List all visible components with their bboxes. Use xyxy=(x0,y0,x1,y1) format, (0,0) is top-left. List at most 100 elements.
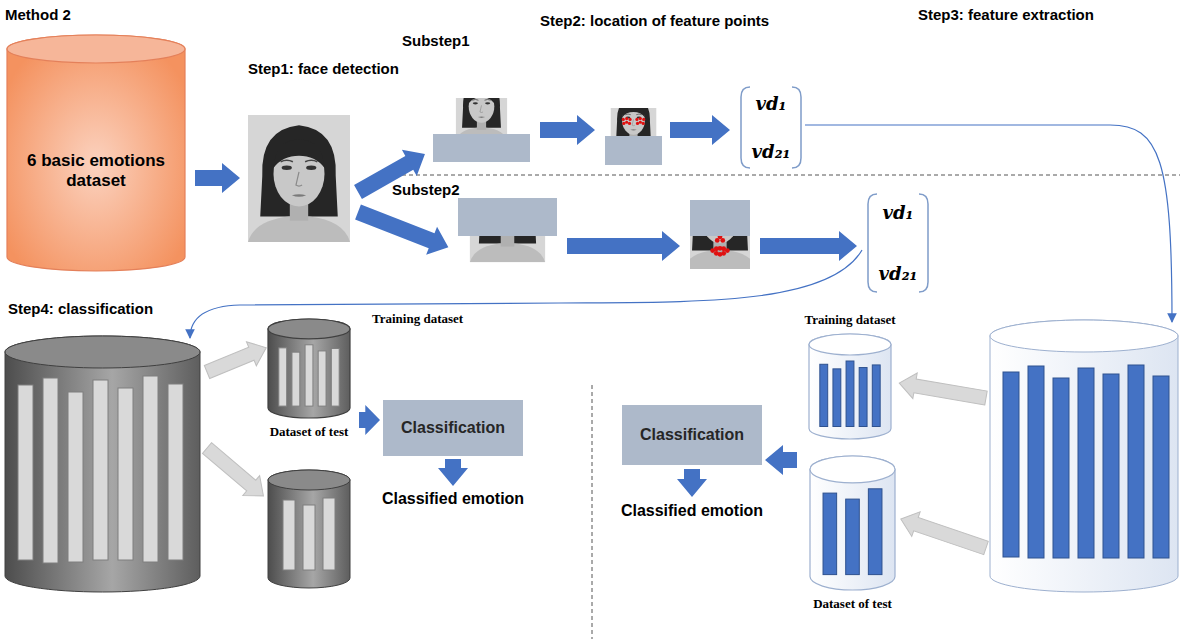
block-arrow xyxy=(567,231,680,261)
eye-landmark-photo xyxy=(625,121,628,124)
split-arrow xyxy=(897,370,988,410)
vector-element: vd₁ xyxy=(756,93,787,114)
diagram-title: Method 2 xyxy=(5,6,71,23)
block-arrow xyxy=(670,115,730,145)
training-dataset-cylinder: Training dataset xyxy=(790,312,910,440)
test-dataset-cylinder-shape xyxy=(800,455,905,612)
split-database xyxy=(323,498,335,570)
eye-landmark-photo xyxy=(628,122,631,125)
eye-landmark-photo xyxy=(636,122,639,125)
data-bar xyxy=(833,369,841,427)
feature-database xyxy=(1128,365,1144,558)
feature-database xyxy=(168,384,183,560)
data-bar xyxy=(331,348,339,406)
data-bar xyxy=(868,489,882,575)
data-bar xyxy=(846,361,854,427)
feature-database xyxy=(990,320,1178,592)
feature-database xyxy=(43,378,58,563)
cylinder-top xyxy=(809,334,891,355)
block-arrow xyxy=(567,231,680,261)
feature-vector: vd₁ vd₂₁ xyxy=(865,192,931,294)
vector-element: vd₂₁ xyxy=(879,263,918,284)
classification-box: Classification xyxy=(622,405,762,465)
split-arrow xyxy=(897,507,991,561)
face-photo xyxy=(248,115,350,242)
mouth-landmark-photo xyxy=(714,251,719,256)
lower-face-photo xyxy=(458,168,557,262)
separator-line xyxy=(592,385,593,639)
feature-database xyxy=(118,388,133,560)
data-bar xyxy=(872,365,880,427)
cylinder-body xyxy=(268,319,350,418)
vector-bracket xyxy=(868,194,928,292)
data-bar xyxy=(820,364,828,426)
feature-database xyxy=(18,376,183,563)
cylinder-top xyxy=(268,319,350,339)
eye-landmark-photo xyxy=(605,136,662,165)
box-fill xyxy=(383,400,523,456)
block-arrow xyxy=(540,115,595,145)
eye-landmark-photo xyxy=(642,118,645,121)
cylinder-body xyxy=(810,456,895,590)
substep-label: Substep2 xyxy=(392,181,460,198)
block-arrow xyxy=(677,469,707,497)
split-database xyxy=(268,470,350,490)
node-text: Dataset of test xyxy=(813,596,892,612)
eye-landmark-photo xyxy=(622,118,625,121)
upper-face-photo xyxy=(433,134,530,162)
cylinder-top xyxy=(7,35,185,63)
flow-line xyxy=(805,125,1172,322)
block-arrow xyxy=(760,231,857,261)
eye-landmark-photo xyxy=(635,118,638,121)
feature-database xyxy=(1103,374,1119,558)
block-arrow xyxy=(438,459,468,486)
node-text: Dataset of test xyxy=(270,424,349,440)
cylinder-top xyxy=(810,456,895,483)
block-arrow xyxy=(677,469,707,497)
feature-database xyxy=(143,376,158,562)
feature-database xyxy=(1028,366,1044,558)
feature-database xyxy=(990,320,1178,592)
feature-database xyxy=(1153,376,1169,558)
box-fill xyxy=(622,405,762,465)
vector-element: vd₁ xyxy=(883,202,914,223)
node-text: Classification xyxy=(640,426,744,444)
split-database xyxy=(283,500,295,570)
upper-face-photo xyxy=(456,77,507,141)
feature-database xyxy=(990,320,1178,352)
split-arrow xyxy=(202,336,271,384)
flow-line xyxy=(190,250,862,338)
test-dataset-cylinder: Dataset of test xyxy=(800,455,905,612)
node-text: Training dataset xyxy=(804,312,895,328)
block-arrow xyxy=(195,115,857,497)
flow-label: Training dataset xyxy=(372,311,463,327)
data-bar xyxy=(318,351,326,406)
eye-landmark-photo xyxy=(639,117,642,120)
block-arrow xyxy=(540,115,595,145)
data-bar xyxy=(859,368,867,427)
eye-landmark-photo xyxy=(625,117,628,120)
feature-database xyxy=(18,385,33,560)
split-arrow xyxy=(199,438,272,506)
split-database xyxy=(303,505,315,570)
test-dataset-cylinder-shape xyxy=(262,318,356,440)
data-bar xyxy=(292,352,300,406)
split-arrow xyxy=(897,370,988,410)
mouth-landmark-photo xyxy=(683,177,757,269)
face-photo xyxy=(248,115,350,242)
block-arrow xyxy=(670,115,730,145)
lower-face-photo xyxy=(458,198,557,236)
vector-element: vd₂₁ xyxy=(752,141,791,162)
block-arrow xyxy=(353,198,454,261)
mouth-landmark-photo xyxy=(683,177,757,269)
step-label: Step2: location of feature points xyxy=(540,12,769,29)
upper-face-photo xyxy=(456,77,507,141)
mouth-landmark-photo xyxy=(690,200,750,236)
dataset-cylinder: 6 basic emotions dataset xyxy=(6,34,186,272)
block-arrow xyxy=(353,198,454,261)
data-bar xyxy=(305,345,313,406)
feature-database xyxy=(68,392,83,562)
mouth-landmark-photo xyxy=(683,177,757,269)
